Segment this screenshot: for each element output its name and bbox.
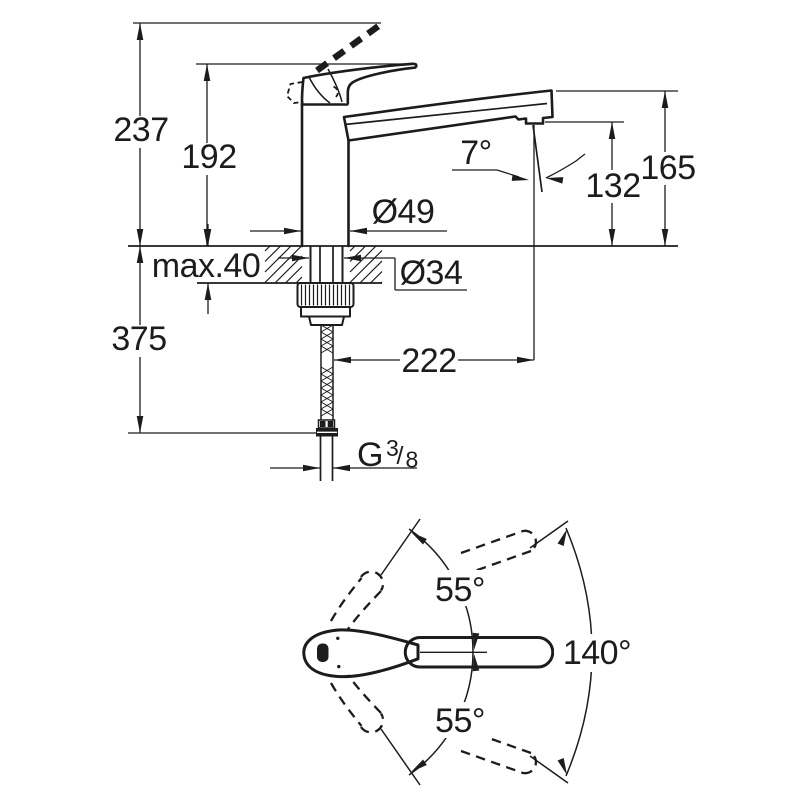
- swivel-spout-upper-dashed: [460, 529, 538, 575]
- swivel-140-label: 140°: [563, 634, 631, 672]
- dimension-arrowheads: [136, 23, 669, 775]
- swivel-ext-line-upper-right: [529, 520, 569, 549]
- spout-angle-label: 7°: [460, 134, 492, 172]
- pivot-dot-top: [336, 636, 340, 640]
- swivel-ext-line-lower-left: [380, 728, 421, 786]
- spout-angle-ref-line: [532, 124, 543, 193]
- pivot-arc-1: [308, 76, 331, 104]
- handle-top-view: [302, 628, 420, 679]
- pivot-arc-2: [327, 68, 343, 103]
- dim-192-label: 192: [181, 138, 236, 176]
- label-backgrounds: [111, 116, 696, 738]
- hose-end-detail-left: [320, 421, 326, 427]
- dim-375-label: 375: [111, 320, 166, 358]
- thread-denominator-label: 8: [406, 447, 419, 473]
- thread-g-label: G: [357, 436, 383, 474]
- dimension-labels: 237 192 165 132 7° Ø49 max.40 Ø34 375 22…: [111, 111, 696, 740]
- hose-braid-texture: [320, 324, 334, 417]
- dim-132-label: 132: [585, 167, 640, 205]
- swivel-55-upper-label: 55°: [435, 571, 485, 609]
- hose-end-detail-right: [327, 421, 334, 427]
- swivel-arm-lower-edge1: [329, 682, 363, 727]
- spout: [342, 89, 554, 142]
- swivel-arm-lower-cap: [360, 712, 385, 734]
- pivot-dot-bottom: [337, 664, 341, 669]
- lever-handle: [303, 62, 418, 105]
- faucet-body: [285, 20, 554, 248]
- swivel-ext-line-lower-right: [529, 755, 569, 784]
- swivel-arm-upper-edge2: [347, 590, 382, 630]
- under-counter-parts: [296, 246, 355, 481]
- dim-237-label: 237: [113, 111, 168, 149]
- dim-222-label: 222: [401, 342, 456, 380]
- swivel-arm-upper-edge1: [329, 577, 363, 622]
- mounting-nut-ribs: [300, 284, 351, 306]
- handle-indicator-mark: [317, 643, 329, 662]
- swivel-arm-upper-cap: [360, 570, 385, 592]
- deck-hatching: [264, 245, 383, 284]
- counter-deck: [128, 245, 678, 284]
- spout-inner-line: [344, 102, 548, 126]
- thread-numerator-label: 3: [386, 435, 399, 461]
- lever-raised-pivot-dashed-outline: [285, 81, 304, 104]
- extension-lines: [128, 22, 678, 434]
- top-view: [302, 518, 593, 786]
- thread-slash: /: [397, 442, 404, 470]
- lever-raised-dashed: [315, 20, 384, 74]
- angle7-right-leader: [545, 153, 586, 179]
- swivel-ext-line-upper-left: [380, 518, 421, 576]
- pivot-dashed-arc: [333, 85, 339, 98]
- swivel-arm-lower-edge2: [347, 674, 382, 714]
- dim-165-label: 165: [640, 149, 695, 187]
- body-column: [300, 103, 350, 248]
- swivel-dashed-positions: [329, 529, 538, 775]
- spout-top-view: [403, 636, 555, 669]
- max-40-label: max.40: [152, 247, 261, 285]
- swivel-55-lower-label: 55°: [435, 702, 485, 740]
- side-view: [128, 20, 678, 481]
- mounting-adapter: [300, 307, 351, 326]
- dia-34-label: Ø34: [400, 254, 463, 292]
- dia-49-label: Ø49: [372, 193, 435, 231]
